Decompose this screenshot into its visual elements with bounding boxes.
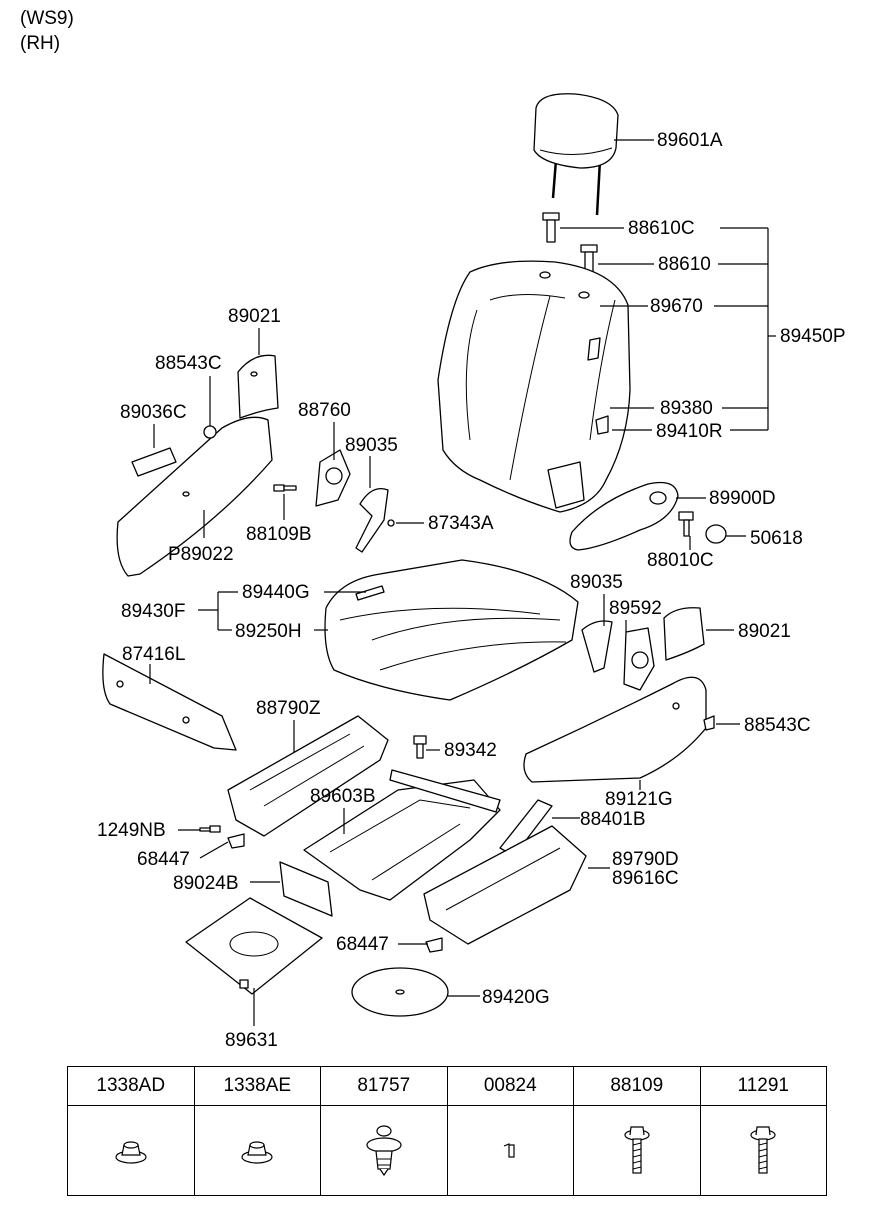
label-89603B: 89603B bbox=[310, 786, 376, 807]
model-code: (WS9) bbox=[20, 8, 74, 29]
label-89670: 89670 bbox=[650, 296, 703, 317]
label-88109B: 88109B bbox=[246, 524, 312, 545]
fastener-code: 81757 bbox=[321, 1067, 447, 1106]
label-88790Z: 88790Z bbox=[256, 698, 321, 719]
label-88760: 88760 bbox=[298, 400, 351, 421]
fastener-column: 11291 bbox=[699, 1067, 826, 1195]
clip-68447-left bbox=[227, 833, 245, 849]
bracket-left bbox=[355, 487, 389, 553]
armrest-cap bbox=[705, 524, 727, 544]
fastener-code: 88109 bbox=[574, 1067, 700, 1106]
label-89342: 89342 bbox=[444, 740, 497, 761]
fastener-code: 1338AE bbox=[194, 1067, 320, 1106]
fastener-code: 1338AD bbox=[68, 1067, 194, 1106]
fastener-column: 00824 bbox=[446, 1067, 573, 1195]
push-clip-icon bbox=[366, 1124, 402, 1176]
label-89036C: 89036C bbox=[120, 402, 187, 423]
label-89631: 89631 bbox=[225, 1030, 278, 1051]
fastener-code: 00824 bbox=[447, 1067, 573, 1106]
cushion-pan bbox=[227, 715, 389, 837]
label-88610: 88610 bbox=[658, 254, 711, 275]
label-88010C: 88010C bbox=[647, 550, 714, 571]
headrest bbox=[533, 93, 619, 216]
fastener-column: 81757 bbox=[320, 1067, 447, 1195]
label-88543C-right: 88543C bbox=[744, 715, 811, 736]
label-89021-right: 89021 bbox=[738, 621, 791, 642]
front-trim-left bbox=[102, 653, 237, 751]
recliner-cover-upper-left bbox=[237, 354, 279, 419]
recliner-upper-left bbox=[315, 449, 351, 507]
label-89450P: 89450P bbox=[780, 326, 846, 347]
cap-right bbox=[703, 715, 715, 731]
label-88401B: 88401B bbox=[580, 809, 646, 830]
armrest bbox=[569, 481, 679, 551]
flange-nut-icon bbox=[115, 1140, 147, 1164]
recliner-cover-right bbox=[523, 676, 707, 783]
flange-nut-icon bbox=[241, 1140, 273, 1164]
clip-68447-bottom bbox=[425, 937, 443, 953]
label-89790D: 89790D bbox=[612, 849, 679, 870]
cover-89024B bbox=[279, 861, 333, 917]
bolt-89342 bbox=[413, 735, 427, 759]
fastener-code: 11291 bbox=[700, 1067, 826, 1106]
label-89035-top: 89035 bbox=[345, 435, 398, 456]
label-87343A: 87343A bbox=[428, 513, 494, 534]
fastener-column: 1338AD bbox=[68, 1067, 194, 1195]
bolt-left bbox=[273, 484, 297, 492]
label-1249NB: 1249NB bbox=[97, 820, 166, 841]
knob-cover-left bbox=[131, 447, 177, 477]
label-88610C: 88610C bbox=[628, 218, 695, 239]
bolt-icon bbox=[624, 1125, 650, 1174]
bracket-right bbox=[581, 620, 613, 673]
label-89024B: 89024B bbox=[173, 873, 239, 894]
label-89250H: 89250H bbox=[235, 621, 302, 642]
label-89616C: 89616C bbox=[612, 868, 679, 889]
label-89121G: 89121G bbox=[605, 789, 673, 810]
label-89380: 89380 bbox=[660, 398, 713, 419]
fastener-table: 1338AD 1338AE 81757 bbox=[67, 1066, 827, 1196]
label-89021-top: 89021 bbox=[228, 306, 281, 327]
mat-89420G bbox=[351, 967, 449, 1017]
label-68447-bottom: 68447 bbox=[336, 934, 389, 955]
base-plate bbox=[185, 897, 323, 995]
label-88543C-top: 88543C bbox=[155, 353, 222, 374]
label-89900D: 89900D bbox=[709, 488, 776, 509]
cushion-bracket-right bbox=[423, 825, 587, 945]
label-89035-right: 89035 bbox=[570, 572, 623, 593]
small-bolt-left bbox=[387, 519, 395, 527]
recliner-cover-left bbox=[116, 416, 273, 577]
armrest-bolt bbox=[678, 511, 694, 537]
screw-1249NB bbox=[199, 825, 221, 833]
recliner-cover-upper-right bbox=[663, 607, 705, 661]
label-89601A: 89601A bbox=[657, 130, 723, 151]
fastener-column: 88109 bbox=[573, 1067, 700, 1195]
label-50618: 50618 bbox=[750, 528, 803, 549]
label-89592: 89592 bbox=[609, 598, 662, 619]
small-clip-icon bbox=[504, 1142, 515, 1158]
label-89440G: 89440G bbox=[242, 582, 310, 603]
label-P89022: P89022 bbox=[168, 544, 234, 565]
bolt-icon bbox=[750, 1125, 776, 1174]
seat-back bbox=[437, 260, 631, 513]
recliner-right bbox=[623, 627, 655, 691]
seat-cushion bbox=[324, 559, 579, 701]
label-68447-left: 68447 bbox=[137, 849, 190, 870]
label-89410R: 89410R bbox=[656, 421, 723, 442]
fastener-column: 1338AE bbox=[193, 1067, 320, 1195]
side-code: (RH) bbox=[20, 33, 61, 54]
label-89430F: 89430F bbox=[121, 601, 185, 622]
leader-lines bbox=[149, 139, 776, 1026]
label-89420G: 89420G bbox=[482, 987, 550, 1008]
label-87416L: 87416L bbox=[122, 644, 185, 665]
cap-upper-left bbox=[203, 425, 217, 439]
headrest-guide-c bbox=[542, 212, 560, 243]
seat-track-frame bbox=[303, 769, 501, 901]
